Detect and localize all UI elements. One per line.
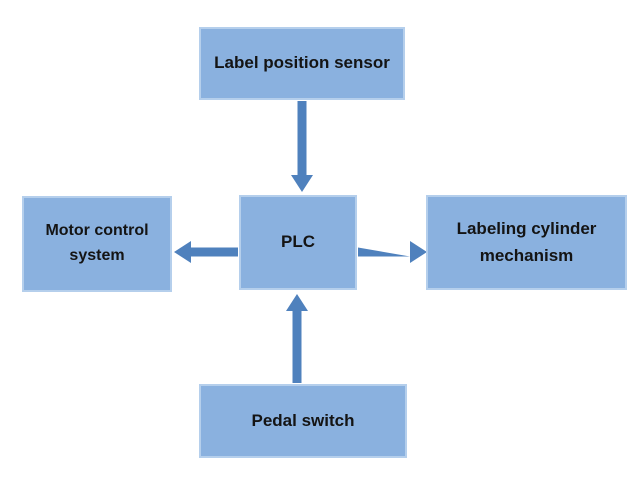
node-pedal-switch: Pedal switch [199, 384, 407, 458]
arrow-pedal-to-plc [286, 294, 308, 383]
node-label-position-sensor: Label position sensor [199, 27, 405, 100]
arrow-plc-to-motor [174, 241, 238, 263]
node-label: Labeling cylinder mechanism [456, 219, 597, 265]
arrow-plc-to-cylinder [358, 241, 427, 263]
node-plc: PLC [239, 195, 357, 290]
node-label: PLC [281, 232, 315, 252]
node-label: Motor control system [45, 222, 149, 264]
node-labeling-cylinder-mechanism: Labeling cylinder mechanism [426, 195, 627, 290]
node-label: Pedal switch [251, 410, 355, 430]
arrow-sensor-to-plc [291, 101, 313, 192]
node-label: Label position sensor [214, 53, 390, 73]
node-motor-control-system: Motor control system [22, 196, 172, 292]
